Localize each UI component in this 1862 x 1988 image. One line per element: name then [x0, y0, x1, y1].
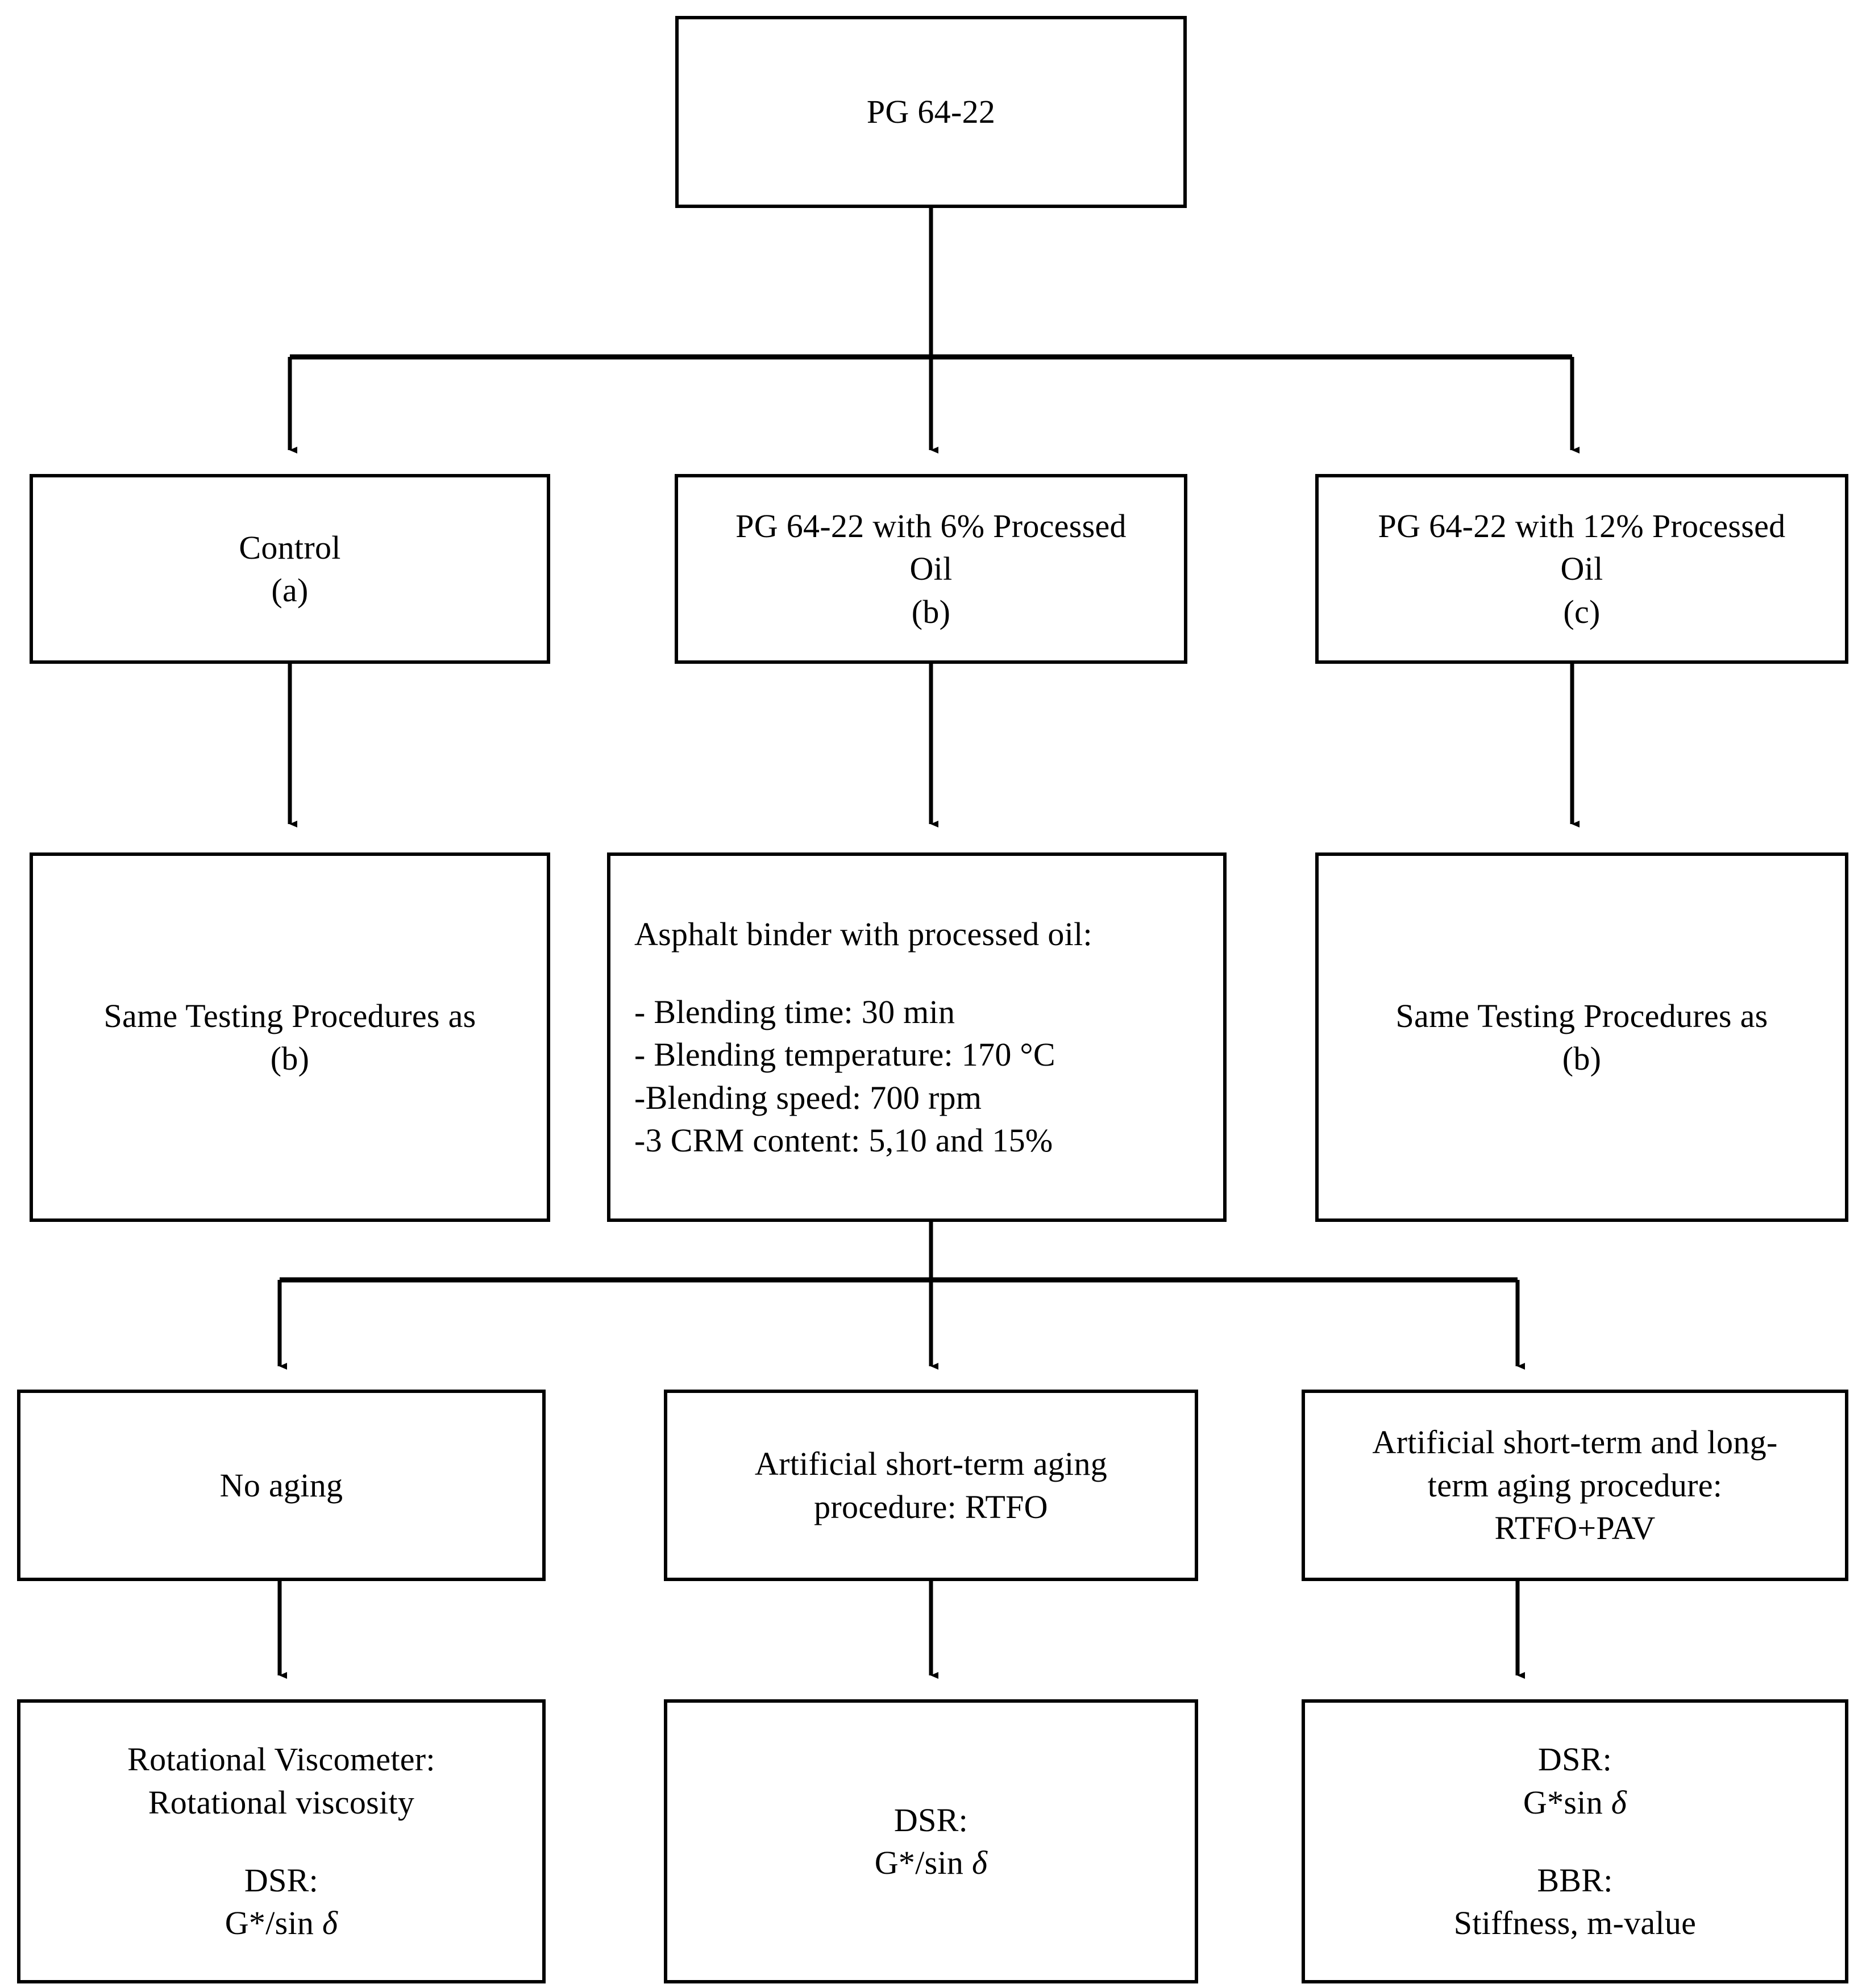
blending-item-temperature: - Blending temperature: 170 °C — [634, 1036, 1055, 1074]
tests-right-dsr-title: DSR: — [1537, 1741, 1612, 1778]
node-oil-6-line2: Oil — [909, 550, 953, 588]
blending-item-speed: -Blending speed: 700 rpm — [634, 1079, 982, 1116]
node-oil-6-line3: (b) — [911, 593, 951, 630]
tests-left-dsr-value: G*/sin δ — [225, 1904, 338, 1942]
tests-right-bbr-value: Stiffness, m-value — [1453, 1904, 1697, 1942]
node-no-aging[interactable]: No aging — [17, 1390, 546, 1581]
node-rtfo-pav-line1: Artificial short-term and long- — [1372, 1424, 1778, 1461]
delta-symbol-icon: δ — [322, 1904, 338, 1942]
node-base-binder[interactable]: PG 64-22 — [675, 16, 1187, 208]
node-blending-details[interactable]: Asphalt binder with processed oil: - Ble… — [607, 852, 1227, 1222]
node-same-right-line2: (b) — [1562, 1040, 1602, 1077]
node-same-left-line2: (b) — [270, 1040, 310, 1077]
node-control-line1: Control — [239, 529, 341, 566]
node-rtfo-line2: procedure: RTFO — [814, 1488, 1048, 1525]
node-oil-6-line1: PG 64-22 with 6% Processed — [735, 507, 1127, 544]
tests-left-rv-value: Rotational viscosity — [148, 1783, 415, 1821]
node-control[interactable]: Control (a) — [30, 474, 550, 664]
node-rtfo-pav-aging[interactable]: Artificial short-term and long- term agi… — [1302, 1390, 1848, 1581]
tests-right-bbr-title: BBR: — [1537, 1862, 1613, 1899]
node-rtfo-line1: Artificial short-term aging — [754, 1445, 1108, 1483]
node-oil-12-line3: (c) — [1563, 593, 1601, 630]
tests-mid-dsr-title: DSR: — [893, 1801, 969, 1839]
node-oil-12-line2: Oil — [1560, 550, 1603, 588]
tests-left-rv-title: Rotational Viscometer: — [127, 1741, 435, 1778]
delta-symbol-icon: δ — [972, 1844, 988, 1881]
node-control-line2: (a) — [271, 572, 309, 609]
node-same-procedures-left[interactable]: Same Testing Procedures as (b) — [30, 852, 550, 1222]
node-oil-6[interactable]: PG 64-22 with 6% Processed Oil (b) — [675, 474, 1187, 664]
node-tests-right[interactable]: DSR: G*sin δ BBR: Stiffness, m-value — [1302, 1699, 1848, 1983]
node-same-left-line1: Same Testing Procedures as — [103, 997, 476, 1034]
blending-item-crm-content: -3 CRM content: 5,10 and 15% — [634, 1122, 1053, 1159]
tests-right-dsr-value: G*sin δ — [1523, 1783, 1627, 1821]
node-base-binder-label: PG 64-22 — [866, 93, 996, 131]
blending-item-time: - Blending time: 30 min — [634, 993, 955, 1030]
node-oil-12[interactable]: PG 64-22 with 12% Processed Oil (c) — [1315, 474, 1848, 664]
blending-heading: Asphalt binder with processed oil: — [634, 915, 1092, 953]
node-rtfo-aging[interactable]: Artificial short-term aging procedure: R… — [664, 1390, 1198, 1581]
node-no-aging-label: No aging — [219, 1466, 343, 1504]
delta-symbol-icon: δ — [1611, 1783, 1627, 1821]
node-oil-12-line1: PG 64-22 with 12% Processed — [1378, 507, 1786, 544]
node-same-right-line1: Same Testing Procedures as — [1395, 997, 1768, 1034]
node-same-procedures-right[interactable]: Same Testing Procedures as (b) — [1315, 852, 1848, 1222]
node-tests-left[interactable]: Rotational Viscometer: Rotational viscos… — [17, 1699, 546, 1983]
node-tests-mid[interactable]: DSR: G*/sin δ — [664, 1699, 1198, 1983]
node-rtfo-pav-line2: term aging procedure: — [1427, 1466, 1723, 1504]
tests-left-dsr-title: DSR: — [244, 1862, 319, 1899]
tests-mid-dsr-value: G*/sin δ — [874, 1844, 988, 1881]
node-rtfo-pav-line3: RTFO+PAV — [1494, 1509, 1656, 1547]
